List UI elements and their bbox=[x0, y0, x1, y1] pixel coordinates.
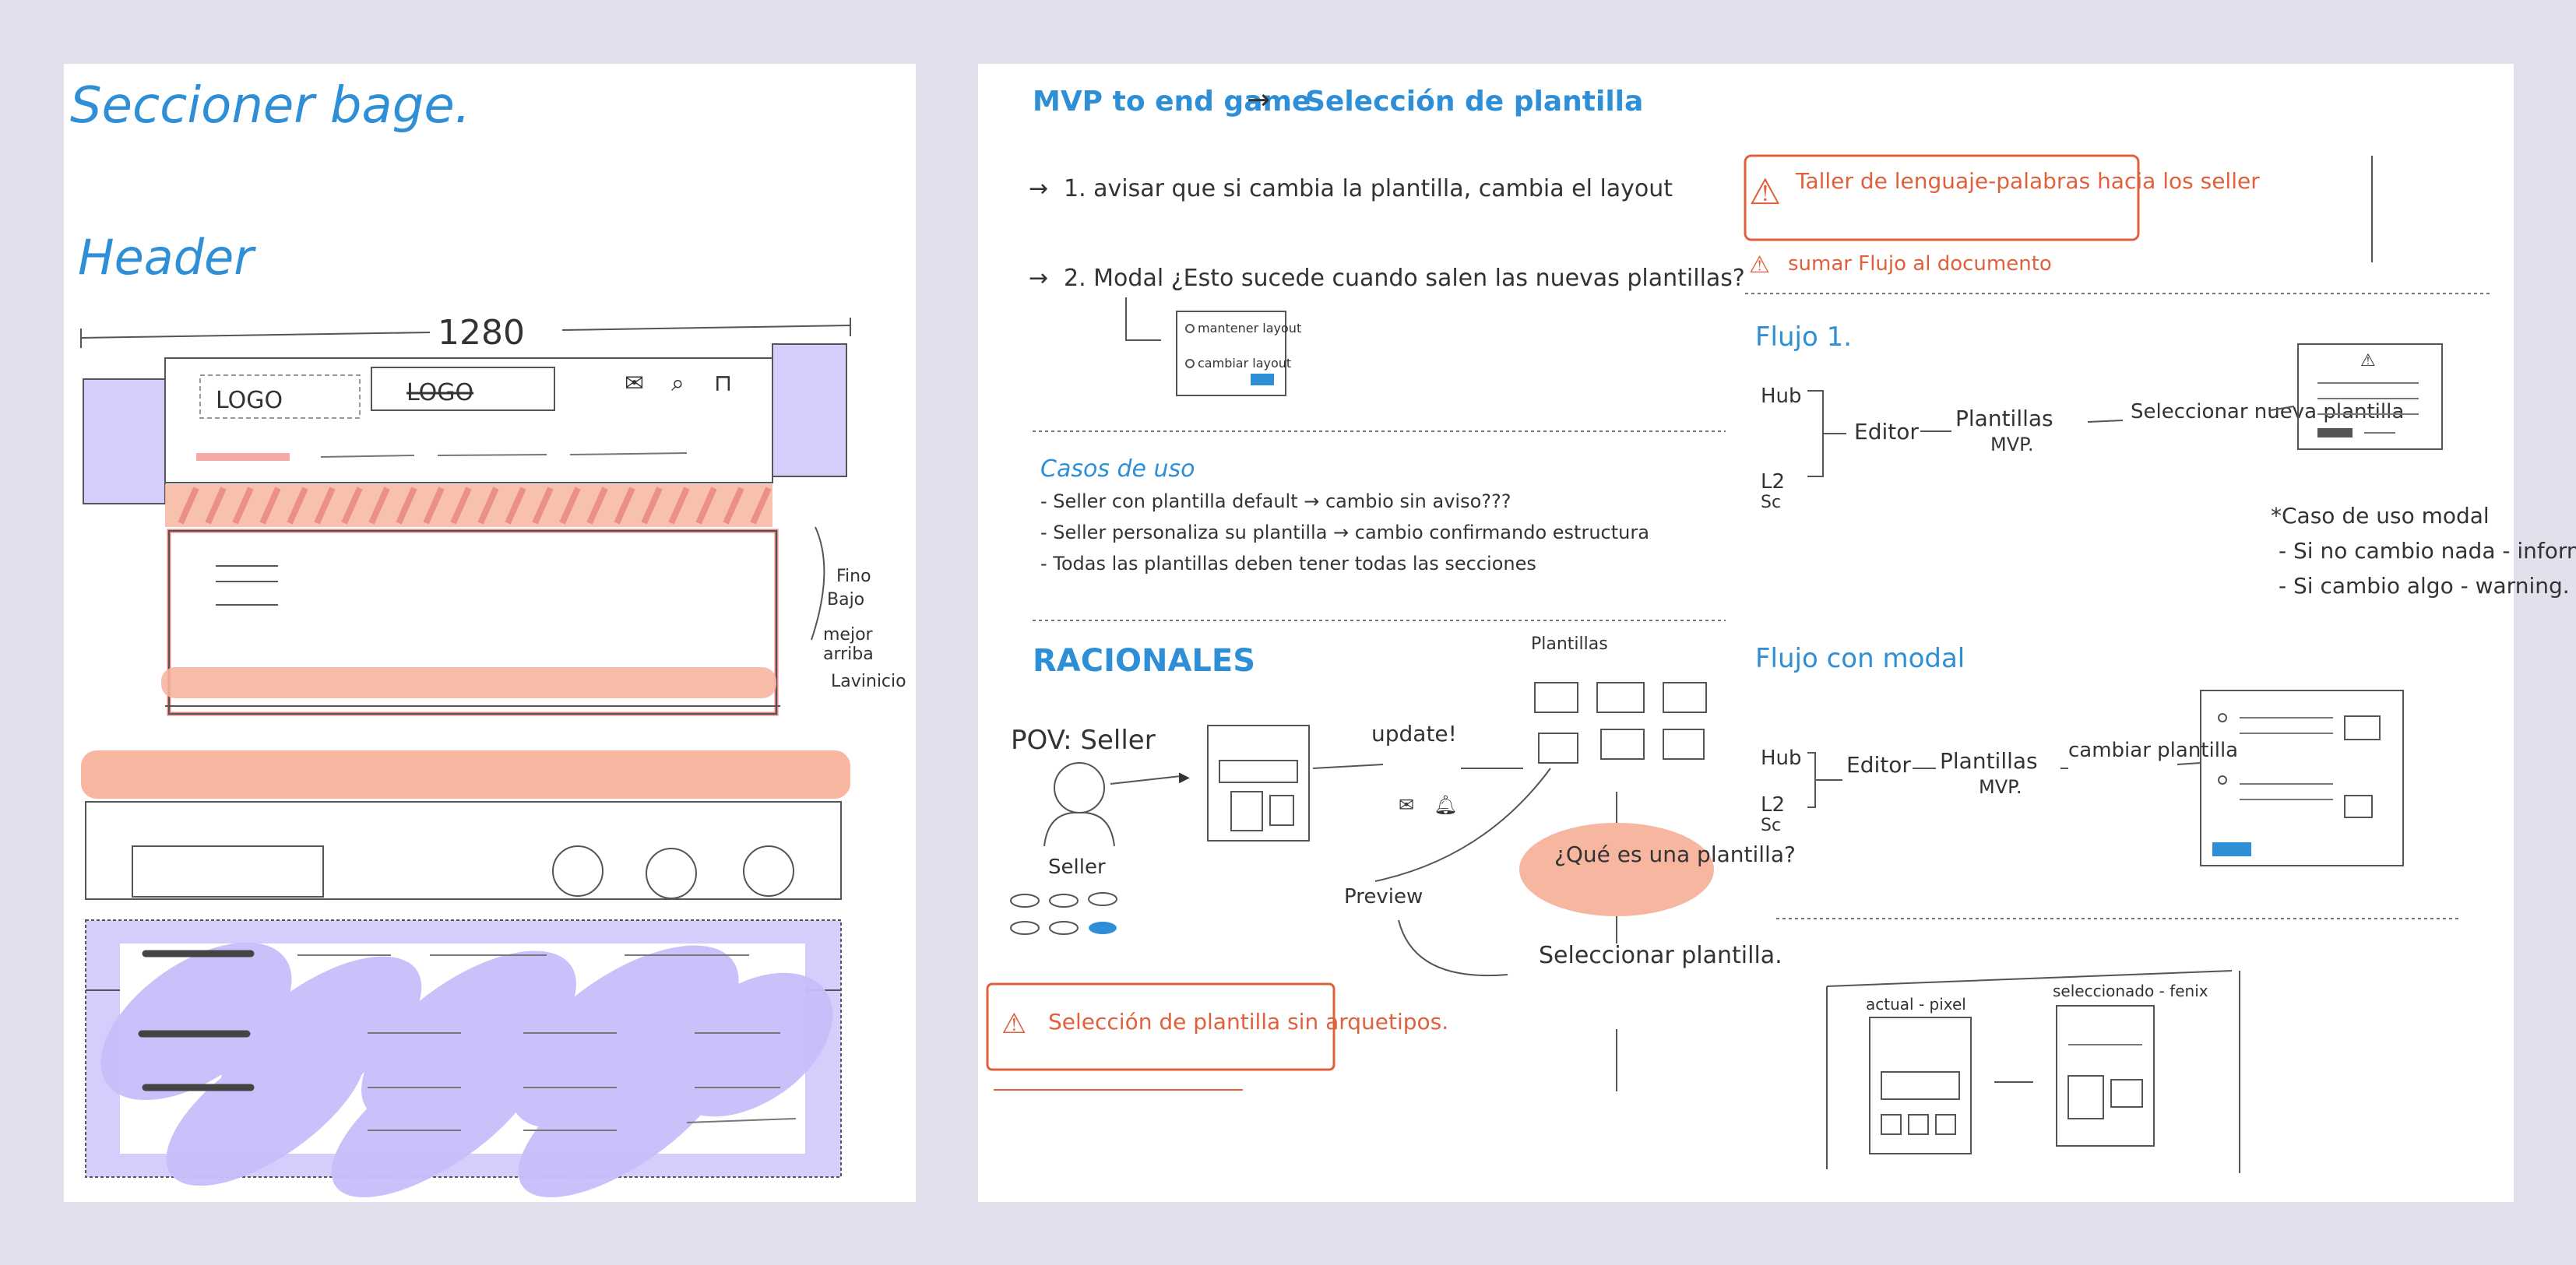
flow1-hub: Hub bbox=[1761, 385, 1802, 408]
update-label: update! bbox=[1371, 721, 1457, 747]
archetypes-warning-text: Selección de plantilla sin arquetipos. bbox=[1048, 1009, 1448, 1035]
side-note-3: mejor bbox=[823, 625, 874, 645]
flow-modal-title: Flujo con modal bbox=[1755, 643, 1965, 674]
use-cases-title: Casos de uso bbox=[1040, 455, 1195, 483]
left-sketch-page: Seccioner bage. Header 1280 LOGO LOGO ✉ … bbox=[64, 64, 916, 1202]
step2: 2. Modal ¿Esto sucede cuando salen las n… bbox=[1064, 265, 1745, 292]
archetypes-warning: ⚠ Selección de plantilla sin arquetipos. bbox=[987, 984, 1448, 1090]
seller-avatar: Seller bbox=[1044, 763, 1114, 879]
workshop-note-text: Taller de lenguaje-palabras hacia los se… bbox=[1795, 168, 2260, 194]
flow2-change: cambiar plantilla bbox=[2068, 739, 2238, 762]
use-case-1: - Seller con plantilla default → cambio … bbox=[1040, 490, 1511, 512]
flow1-mvp: MVP. bbox=[1990, 434, 2034, 455]
modal-case-title: *Caso de uso modal bbox=[2271, 503, 2490, 529]
modal-option-1: mantener layout bbox=[1198, 321, 1301, 336]
lower-wireframe bbox=[73, 750, 859, 1228]
bag-icon: ⊓ bbox=[714, 370, 732, 397]
arrow-icon: → bbox=[1247, 84, 1270, 116]
flow1-templates: Plantillas bbox=[1955, 406, 2053, 431]
left-sketch-canvas: Seccioner bage. Header 1280 LOGO LOGO ✉ … bbox=[64, 64, 916, 1202]
nav-logo-1: LOGO bbox=[216, 387, 283, 414]
select-template-label: Seleccionar plantilla. bbox=[1539, 942, 1782, 969]
rationales-title: RACIONALES bbox=[1033, 643, 1255, 679]
flow1-sc: Sc bbox=[1761, 493, 1781, 512]
flow2-sc: Sc bbox=[1761, 816, 1781, 835]
flow2-modal-sketch bbox=[2201, 690, 2403, 866]
current-label: actual - pixel bbox=[1866, 995, 1966, 1014]
template-grid bbox=[1535, 683, 1706, 763]
pagination-dots bbox=[1011, 893, 1117, 934]
preview-label: Preview bbox=[1344, 885, 1423, 908]
main-title-target: Selección de plantilla bbox=[1305, 86, 1643, 118]
side-note-1: Fino bbox=[836, 567, 871, 586]
modal-case-2: - Si cambio algo - warning. bbox=[2279, 573, 2570, 599]
seller-label: Seller bbox=[1048, 856, 1106, 879]
search-icon: ⌕ bbox=[671, 370, 684, 397]
add-flow-warning-icon: ⚠ bbox=[1749, 251, 1770, 279]
use-case-2: - Seller personaliza su plantilla → camb… bbox=[1040, 522, 1649, 543]
add-flow-text: sumar Flujo al documento bbox=[1788, 252, 2052, 276]
flow1-title: Flujo 1. bbox=[1755, 322, 1852, 353]
workshop-warning-icon: ⚠ bbox=[1749, 170, 1781, 213]
selected-label: seleccionado - fenix bbox=[2053, 982, 2208, 1000]
use-case-3: - Todas las plantillas deben tener todas… bbox=[1040, 553, 1536, 575]
question-bubble: ¿Qué es una plantilla? bbox=[1519, 823, 1796, 916]
flow1-l2: L2 bbox=[1761, 470, 1785, 494]
width-label: 1280 bbox=[438, 313, 525, 353]
right-sketch-page: MVP to end game → Selección de plantilla… bbox=[978, 64, 2514, 1202]
mail-notification-icon: ✉ bbox=[1399, 794, 1414, 816]
modal-case-1: - Si no cambio nada - informativo bbox=[2279, 538, 2576, 564]
question-bubble-text: ¿Qué es una plantilla? bbox=[1554, 842, 1796, 867]
template-comparison-sketch: actual - pixel seleccionado - fenix bbox=[1827, 971, 2240, 1173]
flow1-modal-sketch: ⚠ bbox=[2298, 344, 2442, 449]
mail-icon: ✉ bbox=[625, 370, 644, 397]
flow2-mvp: MVP. bbox=[1979, 776, 2022, 798]
flow2-l2: L2 bbox=[1761, 793, 1785, 817]
templates-label: Plantillas bbox=[1531, 634, 1608, 654]
flow1-modal-warning-icon: ⚠ bbox=[2360, 351, 2376, 371]
flow1-select-new: Seleccionar nueva plantilla bbox=[2131, 400, 2404, 423]
bell-icon: 🔔︎ bbox=[1434, 794, 1457, 816]
side-note-5: Lavinicio bbox=[831, 672, 906, 691]
flow2-hub: Hub bbox=[1761, 747, 1802, 770]
pov-label: POV: Seller bbox=[1011, 725, 1156, 756]
right-sketch-canvas: MVP to end game → Selección de plantilla… bbox=[978, 64, 2514, 1202]
warning-icon: ⚠ bbox=[1001, 1008, 1026, 1040]
flow1-editor: Editor bbox=[1854, 419, 1919, 445]
nav-logo-2: LOGO bbox=[406, 379, 473, 406]
svg-text:▶: ▶ bbox=[1179, 769, 1190, 785]
workshop-note: ⚠ Taller de lenguaje-palabras hacia los … bbox=[1745, 156, 2260, 240]
side-note-2: Bajo bbox=[827, 590, 864, 610]
header-label: Header bbox=[78, 229, 256, 286]
step1: 1. avisar que si cambia la plantilla, ca… bbox=[1064, 175, 1673, 202]
step1-arrow-icon: → bbox=[1029, 175, 1048, 202]
modal-sketch: mantener layout cambiar layout bbox=[1177, 311, 1301, 395]
width-dimension: 1280 bbox=[81, 313, 850, 353]
header-wireframe: LOGO LOGO ✉ ⌕ ⊓ bbox=[83, 344, 906, 714]
step2-arrow-icon: → bbox=[1029, 265, 1048, 292]
flow2-editor: Editor bbox=[1846, 752, 1911, 778]
side-note-4: arriba bbox=[823, 645, 874, 664]
modal-option-2: cambiar layout bbox=[1198, 356, 1291, 371]
flow2-templates: Plantillas bbox=[1940, 748, 2038, 774]
left-page-title: Seccioner bage. bbox=[70, 77, 470, 135]
